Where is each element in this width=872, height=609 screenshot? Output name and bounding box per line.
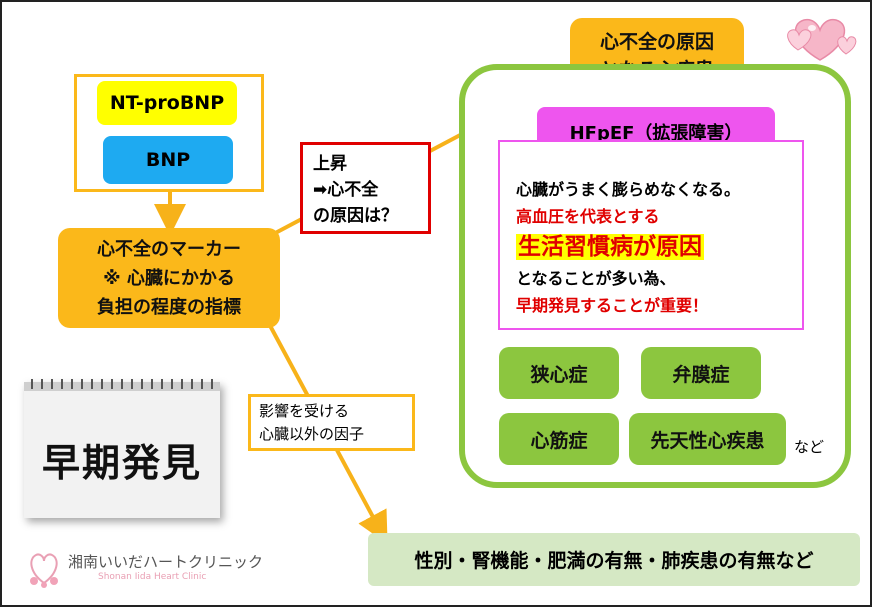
marker-description: 心不全のマーカー ※ 心臓にかかる 負担の程度の指標 bbox=[58, 228, 280, 328]
rise-line3: の原因は？ bbox=[313, 206, 398, 226]
factors-line2: 心臓以外の因子 bbox=[259, 425, 365, 443]
rise-line2: ➡心不全 bbox=[313, 180, 379, 200]
disease-etc: など bbox=[794, 438, 825, 456]
calendar-text: 早期発見 bbox=[41, 440, 202, 485]
nt-probnp-label: NT-proBNP bbox=[97, 81, 237, 125]
marker-line1: 心不全のマーカー bbox=[97, 238, 241, 260]
marker-line2: ※ 心臓にかかる bbox=[103, 267, 235, 289]
hfpef-highlight-text: 生活習慣病が原因 bbox=[516, 234, 704, 260]
clinic-name: 湘南いいだハートクリニック bbox=[68, 553, 264, 571]
disease-valvular: 弁膜症 bbox=[641, 347, 761, 399]
hfpef-description: 心臓がうまく膨らめなくなる。 高血圧を代表とする 生活習慣病が原因 となることが… bbox=[498, 140, 804, 330]
clinic-logo-icon bbox=[30, 553, 58, 588]
cause-line1: 心不全の原因 bbox=[599, 31, 714, 53]
hearts-icon bbox=[787, 18, 857, 61]
calendar-illustration: 早期発見 bbox=[24, 379, 220, 518]
rise-line1: 上昇 bbox=[313, 154, 347, 174]
rise-box: 上昇 ➡心不全 の原因は？ bbox=[300, 142, 431, 234]
hfpef-desc-line5: 早期発見することが重要！ bbox=[516, 296, 709, 315]
factors-line1: 影響を受ける bbox=[259, 402, 350, 420]
hfpef-desc-highlight: 生活習慣病が原因 bbox=[516, 232, 802, 262]
disease-congenital: 先天性心疾患 bbox=[629, 413, 786, 465]
hfpef-desc-line2: 高血圧を代表とする bbox=[516, 207, 660, 226]
clinic-name-en: Shonan Iida Heart Clinic bbox=[98, 572, 207, 582]
factors-result: 性別・腎機能・肥満の有無・肺疾患の有無など bbox=[368, 533, 860, 586]
hfpef-desc-line4: となることが多い為、 bbox=[516, 269, 676, 288]
factors-box: 影響を受ける 心臓以外の因子 bbox=[248, 394, 415, 451]
bnp-label: BNP bbox=[103, 136, 233, 184]
marker-line3: 負担の程度の指標 bbox=[97, 296, 241, 318]
hfpef-desc-line1: 心臓がうまく膨らめなくなる。 bbox=[516, 180, 741, 199]
calendar-rings-icon bbox=[31, 379, 213, 389]
disease-cardiomyopathy: 心筋症 bbox=[499, 413, 619, 465]
disease-angina: 狭心症 bbox=[499, 347, 619, 399]
